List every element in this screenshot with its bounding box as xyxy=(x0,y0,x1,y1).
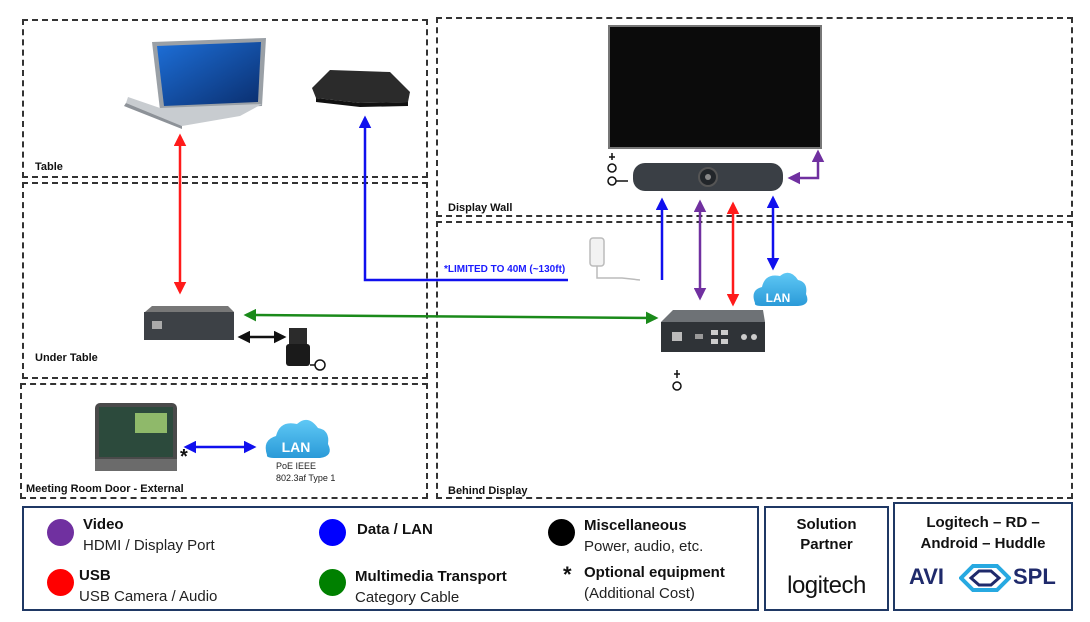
legend-misc-sub: Power, audio, etc. xyxy=(584,538,704,555)
compute-device-icon xyxy=(661,310,765,352)
legend-data-title: Data / LAN xyxy=(357,521,433,538)
poe-line-1: PoE IEEE xyxy=(276,461,317,471)
legend-panel: Video HDMI / Display Port USB USB Camera… xyxy=(22,506,759,611)
power-plug-icon xyxy=(607,153,628,186)
avi-spl-logo: AVI SPL xyxy=(907,564,1063,592)
zone-label-table: Table xyxy=(35,161,63,173)
zone-display-wall xyxy=(436,17,1073,217)
legend-usb-title: USB xyxy=(79,567,111,584)
legend-usb-sub: USB Camera / Audio xyxy=(79,588,218,605)
config-title: Logitech – RD – Android – Huddle xyxy=(895,512,1071,554)
legend-usb-dot xyxy=(47,569,74,596)
zone-label-display-wall: Display Wall xyxy=(448,202,513,214)
data-link-dock xyxy=(358,115,568,282)
lan-cloud-icon-2: LAN xyxy=(753,272,808,306)
legend-video-sub: HDMI / Display Port xyxy=(83,537,215,554)
legend-multimedia-title: Multimedia Transport xyxy=(355,568,507,585)
zone-meeting-room-door xyxy=(20,383,428,499)
poe-line-2: 802.3af Type 1 xyxy=(276,473,336,483)
config-line-2: Android – Huddle xyxy=(920,535,1046,552)
legend-multimedia-dot xyxy=(319,569,346,596)
zone-label-under-table: Under Table xyxy=(35,352,98,364)
optional-mark: * xyxy=(180,446,188,468)
table-hub-icon xyxy=(144,306,234,340)
zone-label-behind-display: Behind Display xyxy=(448,485,528,497)
laptop-icon xyxy=(124,38,266,129)
legend-video-title: Video xyxy=(83,516,124,533)
legend-misc-title: Miscellaneous xyxy=(584,517,687,534)
legend-optional-title: Optional equipment xyxy=(584,564,725,581)
lan-text-1: LAN xyxy=(282,439,311,455)
solution-partner-panel: Solution Partner logitech xyxy=(764,506,889,611)
partner-heading-line-2: Partner xyxy=(800,536,853,553)
logitech-logo: logitech xyxy=(787,572,866,599)
spl-logo-text: SPL xyxy=(1013,564,1056,589)
display-screen-icon xyxy=(608,25,822,149)
room-tablet-icon xyxy=(95,403,177,471)
partner-heading: Solution Partner xyxy=(766,515,887,555)
config-panel: Logitech – RD – Android – Huddle AVI SPL xyxy=(893,502,1073,611)
power-plug-icon-2 xyxy=(672,370,682,391)
zone-table xyxy=(22,19,428,178)
legend-video-dot xyxy=(47,519,74,546)
config-line-1: Logitech – RD – xyxy=(926,514,1040,531)
zone-behind-display xyxy=(436,221,1073,499)
legend-optional-mark: * xyxy=(563,562,572,587)
zone-label-meeting-room-door: Meeting Room Door - External xyxy=(26,483,184,495)
dock-device-icon xyxy=(312,70,410,107)
poe-label: PoE IEEE 802.3af Type 1 xyxy=(276,460,335,484)
cable-limit-note: *LIMITED TO 40M (~130ft) xyxy=(444,264,566,275)
power-adapter-icon xyxy=(286,328,326,371)
video-link-display xyxy=(787,149,825,185)
multimedia-link xyxy=(243,308,659,325)
legend-misc-dot xyxy=(548,519,575,546)
lan-cloud-icon-1: LAN xyxy=(265,419,330,458)
legend-data-dot xyxy=(319,519,346,546)
legend-multimedia-sub: Category Cable xyxy=(355,589,460,606)
partner-heading-line-1: Solution xyxy=(796,516,857,533)
lan-text-2: LAN xyxy=(766,291,791,305)
video-bar-icon xyxy=(633,163,783,191)
legend-optional-sub: (Additional Cost) xyxy=(584,585,695,602)
avi-logo-text: AVI xyxy=(909,564,945,589)
cable-extender-icon xyxy=(589,237,641,281)
avi-spl-chevron-icon xyxy=(959,564,1011,592)
